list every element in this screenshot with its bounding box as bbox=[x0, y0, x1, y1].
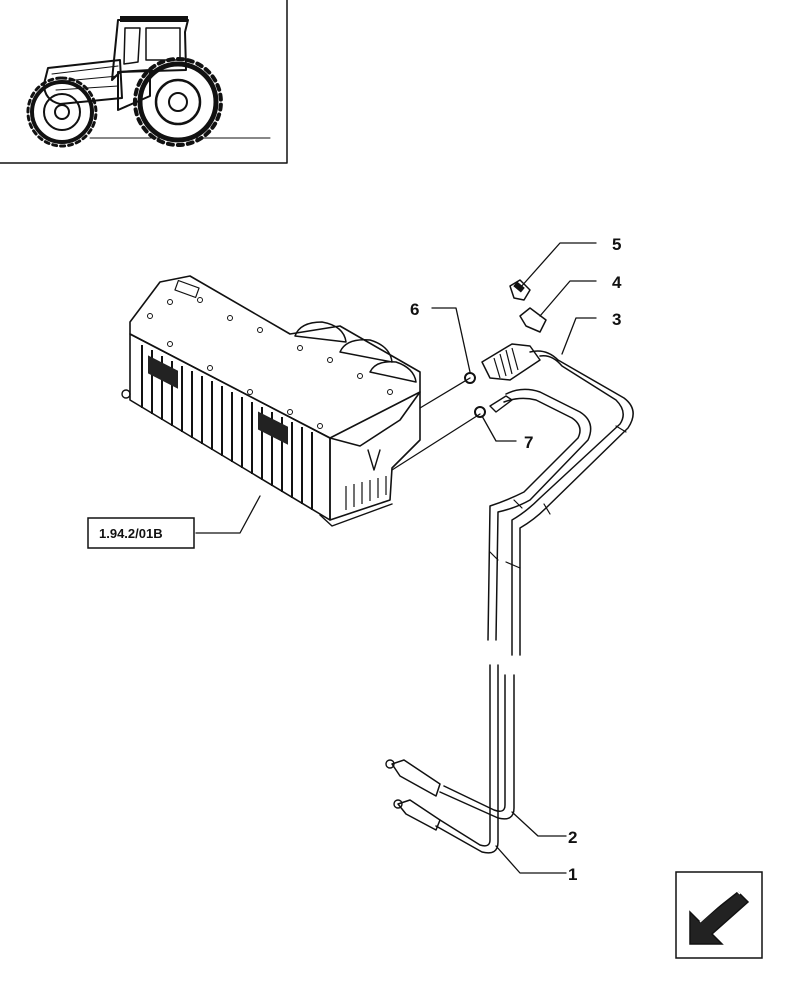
tractor-thumbnail-icon bbox=[0, 0, 288, 164]
pipe-end-fittings bbox=[385, 759, 441, 831]
svg-text:6: 6 bbox=[410, 300, 419, 319]
pipe-1 bbox=[435, 388, 592, 854]
svg-text:5: 5 bbox=[612, 235, 621, 254]
callout-1: 1 bbox=[568, 865, 577, 884]
reference-label: 1.94.2/01B bbox=[99, 526, 163, 541]
callout-3: 3 bbox=[612, 310, 621, 329]
svg-text:1: 1 bbox=[568, 865, 577, 884]
valve-connector bbox=[464, 343, 541, 418]
callout-7: 7 bbox=[524, 433, 533, 452]
svg-text:7: 7 bbox=[524, 433, 533, 452]
heater-housing bbox=[121, 275, 421, 527]
reference-box[interactable]: 1.94.2/01B bbox=[87, 517, 195, 549]
callout-6: 6 bbox=[410, 300, 419, 319]
svg-text:4: 4 bbox=[612, 273, 622, 292]
callout-2: 2 bbox=[568, 828, 577, 847]
callout-4: 4 bbox=[612, 273, 622, 292]
svg-text:3: 3 bbox=[612, 310, 621, 329]
callout-5: 5 bbox=[612, 235, 621, 254]
leader-lines bbox=[195, 242, 597, 874]
svg-text:2: 2 bbox=[568, 828, 577, 847]
fitting-4 bbox=[519, 307, 547, 333]
previous-page-arrow-icon[interactable] bbox=[675, 871, 763, 959]
fitting-5 bbox=[509, 279, 531, 301]
